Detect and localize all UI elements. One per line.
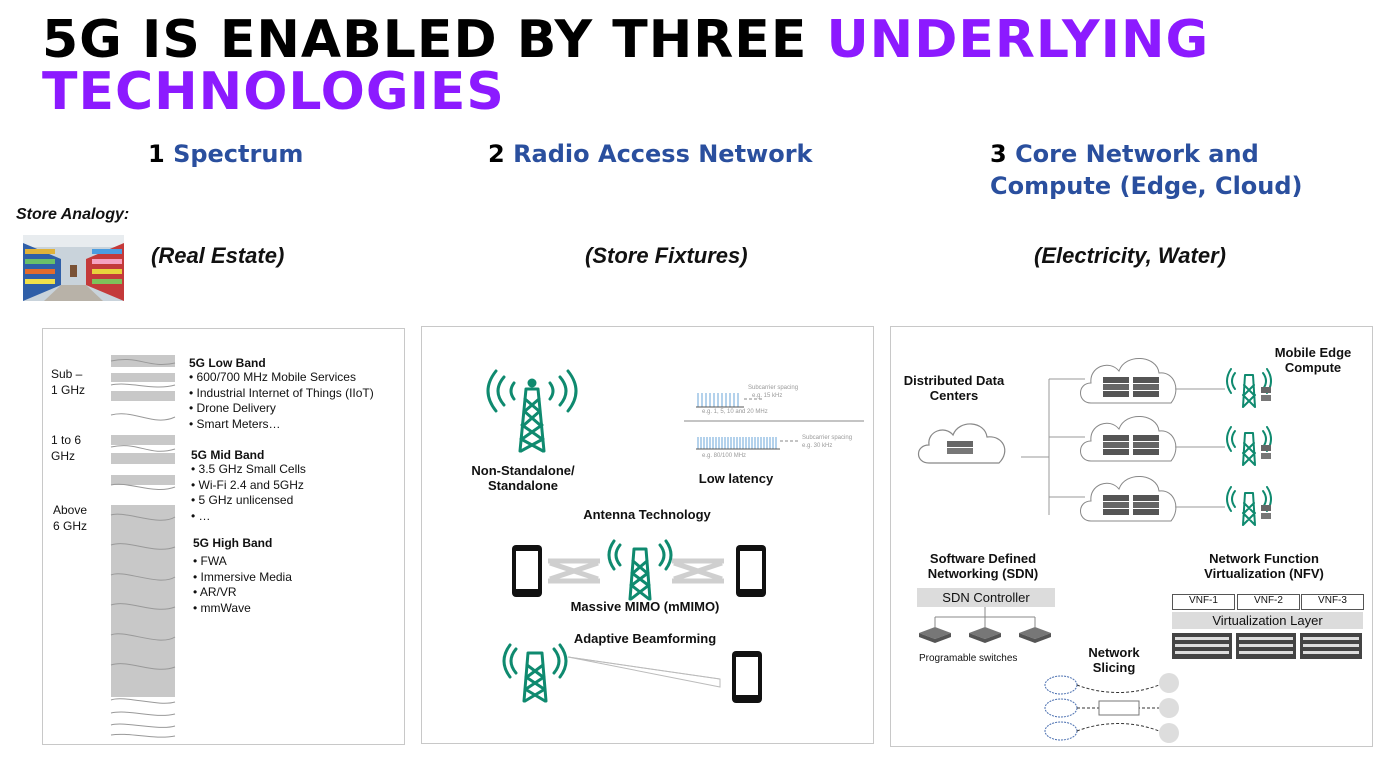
- spectrum-panel: Sub – 1 GHz 1 to 6 GHz Above 6 GHz 5G Lo…: [42, 328, 405, 745]
- band-label-1to6: 1 to 6 GHz: [51, 433, 82, 463]
- mimo-label: Massive MIMO (mMIMO): [570, 599, 720, 614]
- high-band-item: • FWA: [193, 554, 227, 568]
- core-panel: Distributed Data Centers Mobile Edge Com…: [890, 326, 1373, 747]
- low-latency-label: Low latency: [698, 471, 774, 486]
- header-core: 3 Core Network and Compute (Edge, Cloud): [990, 140, 1303, 200]
- edge-cloud-network: [1021, 358, 1272, 526]
- band-label-above6: Above 6 GHz: [53, 503, 88, 533]
- page-title: 5G IS ENABLED BY THREE UNDERLYING TECHNO…: [42, 10, 1210, 122]
- nsa-label: Non-Standalone/ Standalone: [471, 463, 575, 493]
- network-slicing-graphic: [1044, 673, 1179, 743]
- mid-band-item: • 3.5 GHz Small Cells: [191, 462, 306, 476]
- ran-panel: Non-Standalone/ Standalone Subcarrier sp…: [421, 326, 874, 744]
- switches-label: Programable switches: [919, 653, 1018, 664]
- low-band-item: • Industrial Internet of Things (IIoT): [189, 385, 374, 400]
- high-band-item: • AR/VR: [193, 585, 237, 599]
- mec-label: Mobile Edge Compute: [1274, 345, 1352, 375]
- header-ran: 2 Radio Access Network: [488, 140, 813, 168]
- mid-band-item: • …: [191, 508, 211, 523]
- beamforming-label: Adaptive Beamforming: [573, 631, 717, 646]
- nfv-label: Network Function Virtualization (NFV): [1204, 551, 1324, 581]
- mid-band-block: 5G Mid Band • 3.5 GHz Small Cells • Wi-F…: [191, 448, 306, 523]
- low-band-item: • 600/700 MHz Mobile Services: [189, 370, 356, 384]
- server-rack-graphic: [1172, 633, 1362, 659]
- header-spectrum: 1 Spectrum: [148, 140, 304, 168]
- spectrum-wave-graphic: [110, 355, 176, 738]
- analogy-spectrum: (Real Estate): [151, 243, 285, 268]
- antenna-tech-label: Antenna Technology: [583, 507, 711, 522]
- analogy-core: (Electricity, Water): [1034, 243, 1226, 268]
- low-band-block: 5G Low Band • 600/700 MHz Mobile Service…: [189, 356, 374, 431]
- vnf-1-box: VNF-1: [1172, 594, 1235, 610]
- store-analogy-label: Store Analogy:: [16, 206, 130, 223]
- mimo-graphic: [512, 539, 766, 601]
- mid-band-item: • Wi-Fi 2.4 and 5GHz: [191, 477, 304, 492]
- ddc-label: Distributed Data Centers: [903, 373, 1005, 403]
- sdn-controller-box: SDN Controller: [917, 588, 1055, 607]
- low-band-item: • Smart Meters…: [189, 416, 281, 431]
- store-aisle-image: [23, 235, 124, 301]
- beamforming-graphic: [502, 643, 762, 703]
- programmable-switches-graphic: [919, 607, 1051, 643]
- high-band-item: • mmWave: [193, 600, 251, 615]
- band-label-sub1: Sub – 1 GHz: [51, 367, 86, 397]
- cloud-server-icon: [917, 423, 1006, 464]
- cell-tower-icon: [486, 369, 578, 453]
- subcarrier-spacing-graphic: [684, 393, 864, 450]
- low-band-item: • Drone Delivery: [189, 401, 276, 415]
- high-band-block: 5G High Band • FWA • Immersive Media • A…: [193, 536, 292, 615]
- mid-band-item: • 5 GHz unlicensed: [191, 493, 294, 507]
- sdn-label: Software Defined Networking (SDN): [927, 551, 1039, 581]
- vnf-3-box: VNF-3: [1301, 594, 1364, 610]
- vnf-2-box: VNF-2: [1237, 594, 1300, 610]
- virtualization-layer-box: Virtualization Layer: [1172, 612, 1363, 629]
- analogy-ran: (Store Fixtures): [585, 243, 748, 268]
- network-slicing-label: Network Slicing: [1088, 645, 1140, 675]
- high-band-item: • Immersive Media: [193, 569, 292, 584]
